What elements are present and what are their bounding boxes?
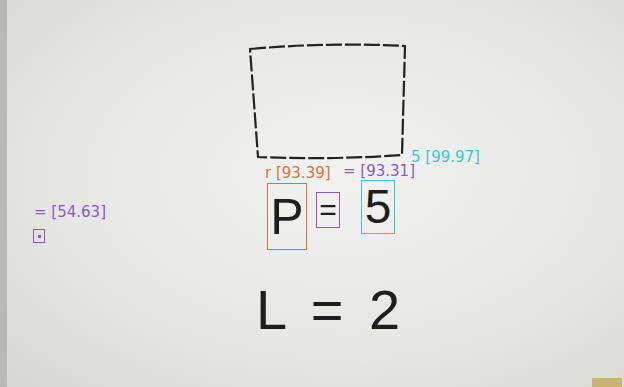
handwritten-symbol: = bbox=[319, 195, 337, 225]
handwritten-equation: L = 2 bbox=[256, 282, 400, 338]
board-edge bbox=[0, 0, 7, 387]
box-dot bbox=[38, 235, 41, 238]
detection-box: r [93.39]P bbox=[267, 183, 307, 250]
board-corner bbox=[592, 378, 622, 387]
detection-box: = [54.63] bbox=[33, 229, 45, 243]
confidence-label: 5 [99.97] bbox=[411, 149, 480, 165]
drawn-square bbox=[250, 45, 405, 159]
confidence-label: = [54.63] bbox=[34, 204, 106, 220]
confidence-label: = [93.31] bbox=[343, 163, 415, 179]
handwritten-symbol: P bbox=[270, 192, 303, 242]
detection-box: 5 [99.97]5 bbox=[361, 180, 395, 234]
handwritten-symbol: 5 bbox=[365, 183, 392, 231]
detection-box: = [93.31]= bbox=[316, 192, 340, 228]
confidence-label: r [93.39] bbox=[265, 165, 331, 181]
